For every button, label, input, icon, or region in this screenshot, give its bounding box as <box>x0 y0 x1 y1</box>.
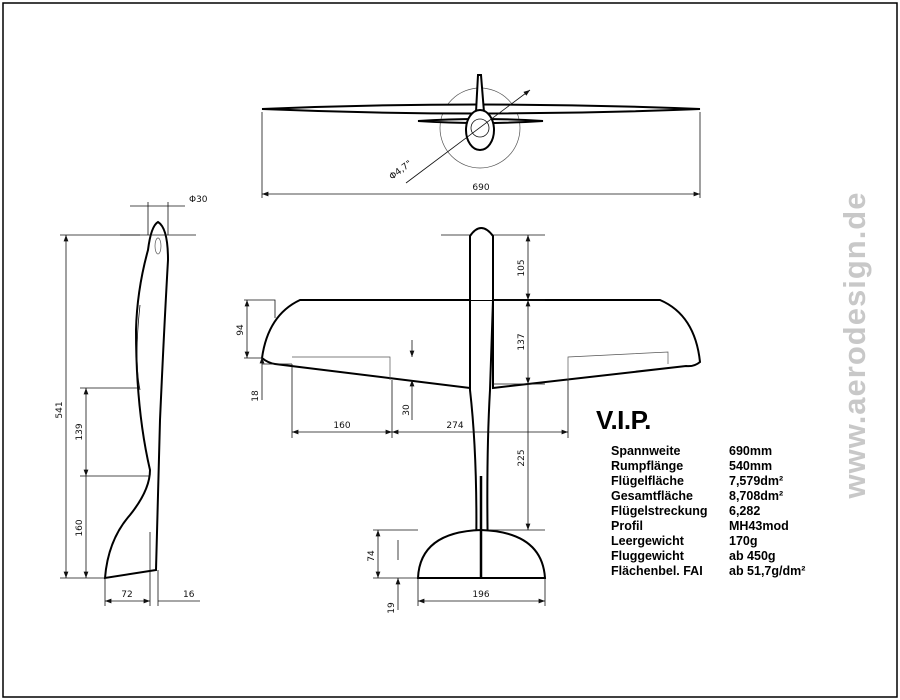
dim-19-label: 19 <box>387 602 397 614</box>
length-label: 541 <box>55 401 65 418</box>
model-title: V.I.P. <box>596 405 651 435</box>
dim-137-label: 137 <box>517 333 527 350</box>
span-label: 690 <box>472 183 489 193</box>
top-view: 105 137 225 94 18 160 274 30 74 19 196 <box>236 227 702 614</box>
spinner-circle <box>470 118 490 138</box>
dim-105-label: 105 <box>517 259 527 276</box>
dim-72-label: 72 <box>121 590 132 600</box>
front-fin <box>474 74 486 113</box>
dim-274-label: 274 <box>446 421 463 431</box>
side-view: Φ30 541 139 160 72 16 <box>55 195 208 606</box>
drawing-line <box>244 299 276 318</box>
dim-196-label: 196 <box>472 590 489 600</box>
dim-16-label: 16 <box>183 590 195 600</box>
left-wing <box>260 299 471 390</box>
side-fuselage <box>103 220 170 580</box>
right-wing <box>492 299 702 390</box>
dim-94-label: 94 <box>236 324 246 336</box>
nose-fuselage <box>469 227 494 300</box>
diameter-leader <box>405 89 531 184</box>
dim-74-label: 74 <box>367 550 377 562</box>
drawing-line <box>136 304 141 391</box>
front-view: Φ4,7" 690 <box>261 74 701 198</box>
dim-160-label: 160 <box>75 519 85 536</box>
drawing-line <box>567 351 669 380</box>
dim-139-label: 139 <box>75 423 85 440</box>
dim-30-label: 30 <box>402 404 412 416</box>
front-fuselage <box>465 109 495 151</box>
dim-18-label: 18 <box>251 390 261 402</box>
drawing-line <box>292 356 391 380</box>
top-dim-160-label: 160 <box>333 421 350 431</box>
side-canopy <box>154 237 162 255</box>
dim-225-label: 225 <box>517 449 527 466</box>
side-diameter-label: Φ30 <box>189 195 208 205</box>
prop-diameter-label: Φ4,7" <box>388 159 414 182</box>
watermark-url: www.aerodesign.de <box>837 191 872 499</box>
